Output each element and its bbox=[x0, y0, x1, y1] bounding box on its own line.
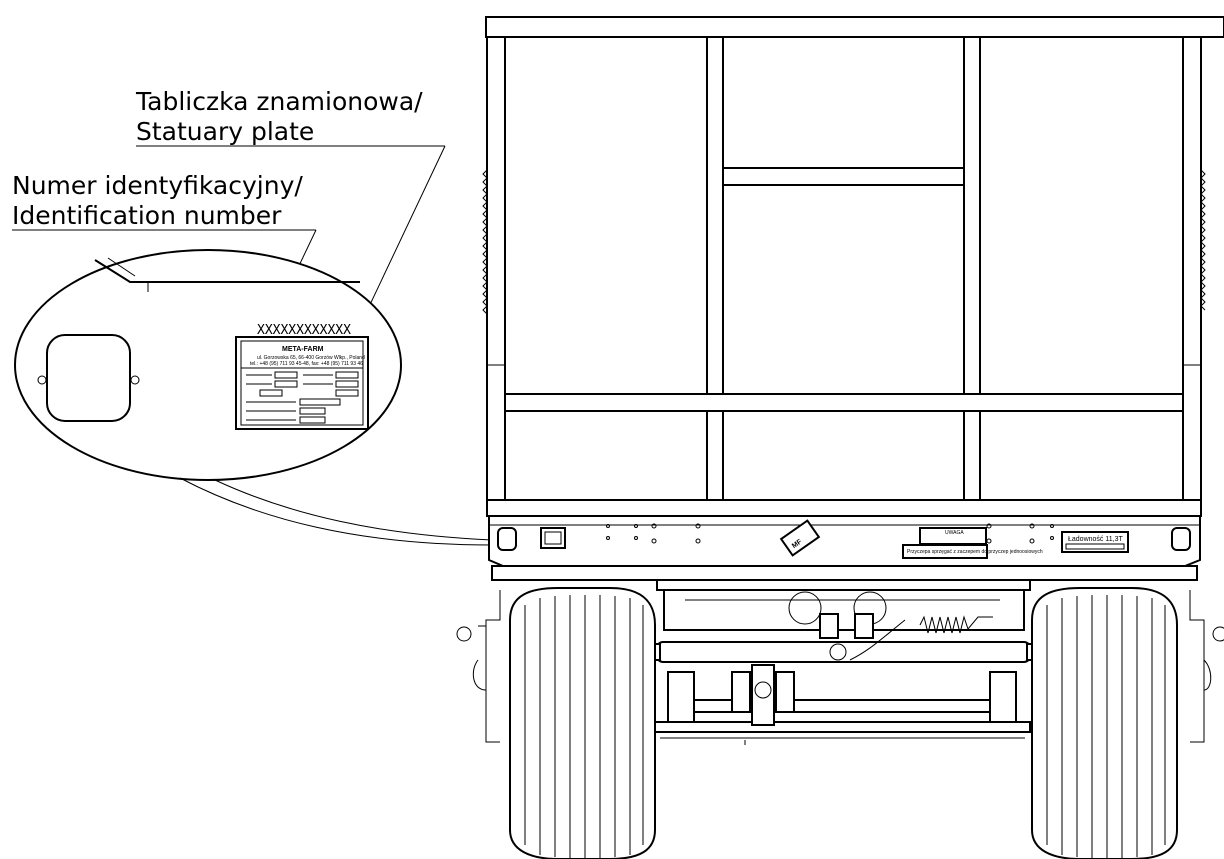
trailer-body bbox=[482, 16, 1224, 517]
spring-coil bbox=[919, 615, 993, 634]
detail-id-placeholder: XXXXXXXXXXXX bbox=[257, 323, 351, 338]
detail-statutory-plate: META-FARM ul. Gorzowska 65, 66-400 Gorzó… bbox=[235, 336, 369, 430]
mf-logo: MF bbox=[779, 519, 821, 557]
callout-idnum-label-pl: Numer identyfikacyjny/ bbox=[12, 171, 303, 200]
left-reflector bbox=[497, 527, 517, 551]
axle bbox=[656, 641, 1031, 663]
svg-text:Ładowność 11,3T: Ładowność 11,3T bbox=[1068, 536, 1123, 543]
plate-address-line1: ul. Gorzowska 65, 66-400 Gorzów Wlkp., P… bbox=[257, 355, 365, 361]
callout-identification-number: Numer identyfikacyjny/ Identification nu… bbox=[12, 171, 317, 317]
tow-hitch bbox=[751, 664, 775, 726]
bottom-beam bbox=[486, 499, 1202, 517]
detail-magnifier: XXXXXXXXXXXX META-FARM ul. Gorzowska 65,… bbox=[14, 249, 493, 546]
right-wheel-tread bbox=[1046, 595, 1166, 858]
statutory-plate-location bbox=[540, 527, 566, 549]
left-wheel-tread bbox=[524, 595, 644, 858]
svg-text:UWAGA: UWAGA bbox=[945, 530, 964, 536]
right-hook bbox=[1212, 626, 1224, 642]
hydraulic-coupler-left bbox=[788, 591, 822, 625]
detail-connector-inner bbox=[214, 479, 493, 541]
callout-idnum-label-en: Identification number bbox=[12, 201, 282, 230]
left-hook bbox=[456, 626, 472, 642]
detail-connector-outer bbox=[179, 477, 493, 546]
callout-plate-label-en: Statuary plate bbox=[136, 117, 314, 146]
plate-logo: META-FARM bbox=[282, 346, 324, 353]
svg-text:Przyczepa sprzęgać z zaczepem: Przyczepa sprzęgać z zaczepem do przycze… bbox=[907, 549, 1043, 555]
detail-frame-edge bbox=[94, 259, 360, 283]
detail-reflector bbox=[46, 334, 131, 422]
bolt-holes bbox=[606, 523, 1054, 544]
rear-bumper: MF UWAGA Przyczepa sprzęgać z zaczepem d… bbox=[488, 515, 1201, 567]
chassis bbox=[456, 565, 1224, 745]
right-reflector bbox=[1171, 527, 1191, 551]
top-rail bbox=[485, 16, 1224, 38]
svg-text:MF: MF bbox=[791, 538, 804, 550]
left-wheel bbox=[509, 587, 656, 859]
capacity-sticker bbox=[1061, 531, 1129, 553]
plate-address-line2: tel.: +48 (95) 711 93 45-48, fax: +48 (9… bbox=[250, 361, 363, 367]
callout-statutory-plate: Tabliczka znamionowa/ Statuary plate bbox=[135, 87, 446, 331]
callout-plate-leader bbox=[357, 145, 446, 331]
right-wheel bbox=[1031, 587, 1178, 859]
callout-plate-label-pl: Tabliczka znamionowa/ bbox=[135, 87, 423, 116]
